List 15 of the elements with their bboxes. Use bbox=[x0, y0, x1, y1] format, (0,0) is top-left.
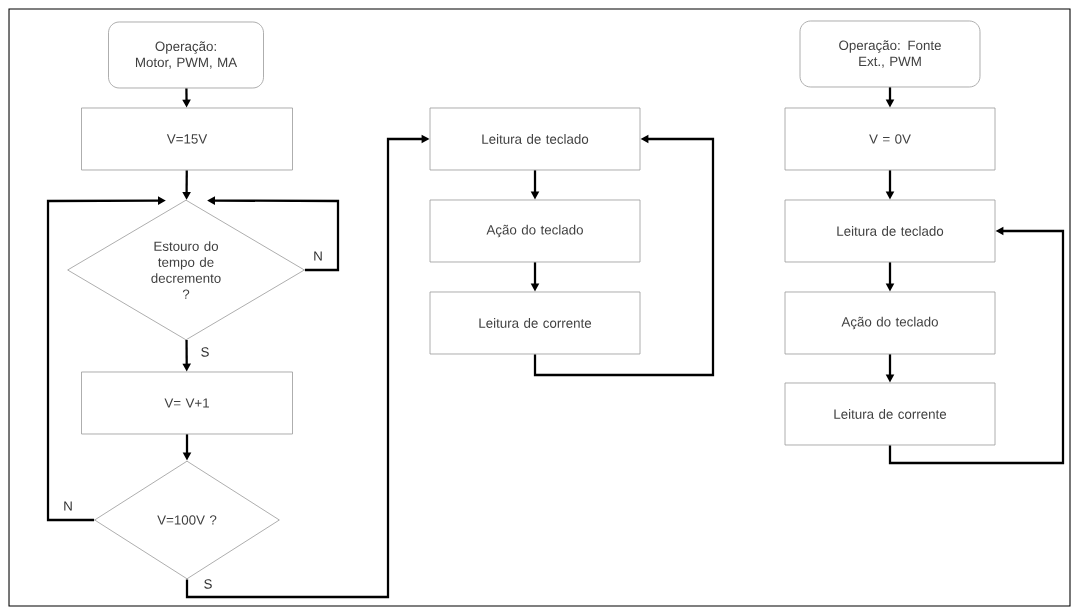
edge-label: S bbox=[202, 577, 214, 591]
process-box: Leitura de teclado bbox=[784, 199, 996, 263]
process-box: Leitura de corrente bbox=[784, 382, 996, 446]
process-box: Leitura de corrente bbox=[429, 291, 641, 355]
edge-label: N bbox=[61, 500, 75, 512]
process-box: V= V+1 bbox=[81, 371, 293, 435]
start-box: Operação: Motor, PWM, MA bbox=[108, 21, 264, 89]
process-box: Ação do teclado bbox=[429, 199, 641, 263]
start-box: Operação: Fonte Ext., PWM bbox=[799, 20, 981, 88]
process-box: V=15V bbox=[81, 107, 293, 171]
process-box: Ação do teclado bbox=[784, 291, 996, 355]
process-box: V = 0V bbox=[784, 107, 996, 171]
edge-label: N bbox=[311, 250, 325, 262]
edge-label: S bbox=[199, 345, 211, 359]
process-box: Leitura de teclado bbox=[429, 107, 641, 171]
